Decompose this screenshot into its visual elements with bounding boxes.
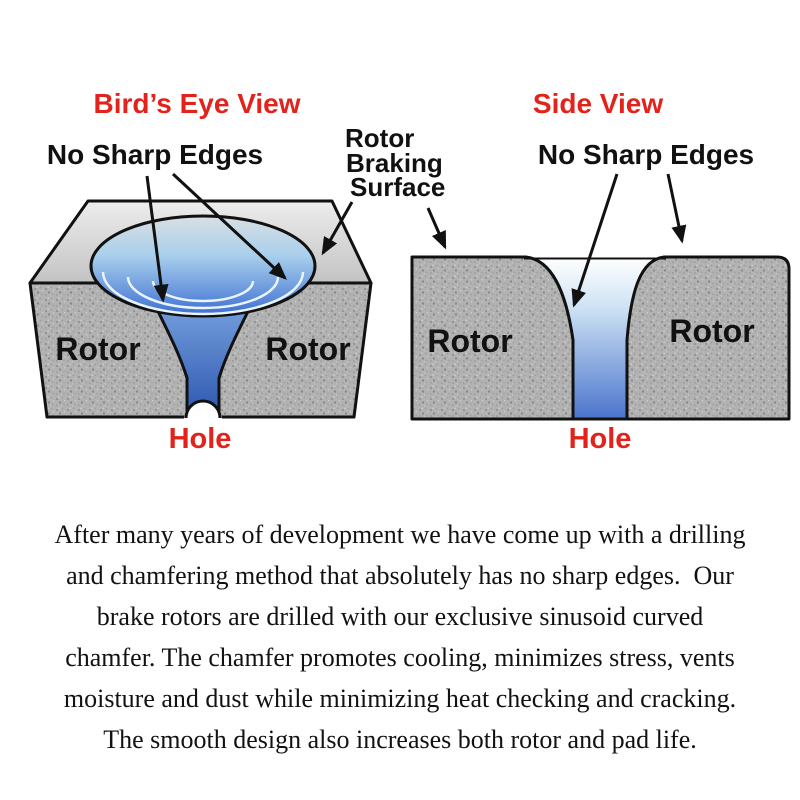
description-line-3: brake rotors are drilled with our exclus… (96, 602, 704, 631)
braking-surface-label-line1: Rotor (345, 123, 414, 153)
rotor-diagram: Rotor Rotor Hole Rotor Rotor Hole Bird’s… (28, 88, 791, 455)
description-line-4: chamfer. The chamfer promotes cooling, m… (65, 643, 735, 672)
hole-notch-arc (184, 399, 222, 419)
arrow-no-sharp-edges-left-2 (171, 172, 287, 280)
birdseye-title: Bird’s Eye View (94, 88, 301, 119)
birdseye-hole-label: Hole (169, 423, 232, 455)
description-line-1: After many years of development we have … (54, 520, 746, 549)
braking-surface-label-line2: Braking (346, 148, 443, 178)
description-line-2: and chamfering method that absolutely ha… (66, 561, 734, 590)
side-rotor-right-label: Rotor (669, 313, 754, 349)
description-line-5: moisture and dust while minimizing heat … (63, 684, 737, 713)
arrow-no-sharp-edges-right-1 (571, 173, 619, 308)
side-view: Rotor Rotor Hole (410, 255, 791, 455)
bowl-contour-line (101, 271, 305, 316)
no-sharp-edges-label-left: No Sharp Edges (47, 139, 263, 170)
birdseye-view: Rotor Rotor Hole (28, 199, 373, 455)
arrow-no-sharp-edges-right-2 (666, 173, 687, 244)
bowl-contour-line (126, 276, 280, 310)
chamfer-bowl (89, 214, 317, 318)
arrow-braking-surface-left (321, 201, 354, 256)
description-text: After many years of development we have … (0, 514, 800, 760)
description-line-6: The smooth design also increases both ro… (103, 725, 697, 754)
braking-surface-label-line3: Surface (350, 172, 445, 202)
side-hole-label: Hole (569, 423, 632, 455)
arrow-braking-surface-right (426, 207, 447, 250)
birdseye-rotor-right-label: Rotor (265, 331, 350, 367)
no-sharp-edges-label-right: No Sharp Edges (538, 139, 754, 170)
side-rotor-left-label: Rotor (427, 323, 512, 359)
annotation-arrows (145, 172, 687, 308)
side-rotor-right (625, 255, 791, 421)
arrow-no-sharp-edges-left-1 (145, 175, 169, 303)
birdseye-rotor-left-label: Rotor (55, 331, 140, 367)
side-title: Side View (533, 88, 663, 119)
callout-labels: Bird’s Eye View Side View No Sharp Edges… (47, 88, 754, 202)
